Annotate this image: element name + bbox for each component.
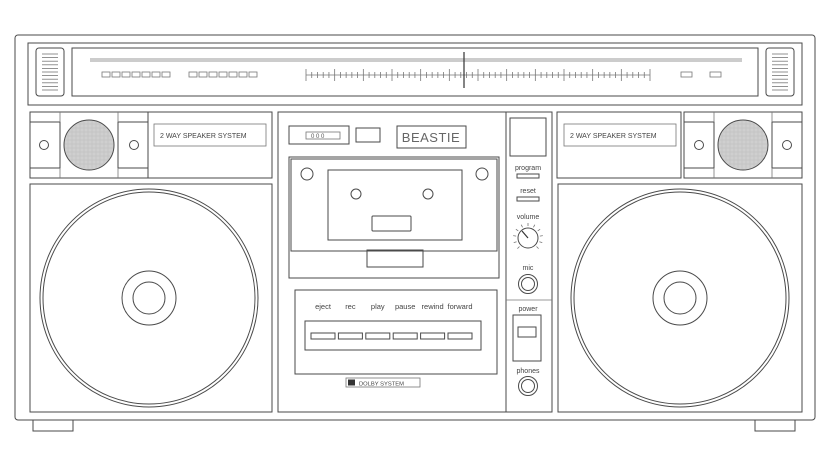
left-tweeter-assembly xyxy=(29,111,149,179)
door-screw-icon xyxy=(300,167,314,181)
counter-display: 0 0 0 xyxy=(288,125,350,145)
eject-button-label: eject xyxy=(315,302,332,311)
rec-button-label: rec xyxy=(345,302,356,311)
rewind-button[interactable]: rewind xyxy=(420,302,446,340)
reset-label: reset xyxy=(520,188,536,195)
tuner-strip xyxy=(27,42,803,106)
left-speaker-label-panel xyxy=(147,111,273,179)
cassette-deck-panel xyxy=(277,111,553,413)
transport-panel xyxy=(294,289,498,375)
tuner-indicator-2 xyxy=(709,71,722,78)
right-speaker-label-panel xyxy=(556,111,682,179)
rec-button[interactable]: rec xyxy=(337,302,363,340)
screw-icon xyxy=(782,140,792,150)
forward-button[interactable]: forward xyxy=(447,302,473,340)
brand-logo: BEASTIE xyxy=(402,130,460,145)
tuner-knob-right-grip-icon xyxy=(772,53,788,91)
brand-plate xyxy=(396,125,467,149)
right-speaker-label: 2 WAY SPEAKER SYSTEM xyxy=(570,133,657,140)
right-woofer-cone-icon xyxy=(570,188,790,408)
play-button-label: play xyxy=(371,302,385,311)
door-handle[interactable] xyxy=(366,249,424,268)
tuner-window xyxy=(71,47,759,97)
screw-icon xyxy=(129,140,139,150)
phones-label: phones xyxy=(517,368,540,375)
tuner-knob-left-grip-icon xyxy=(42,53,58,91)
tuner-scale xyxy=(305,69,651,81)
right-woofer-panel xyxy=(557,183,803,413)
counter-reset-button[interactable] xyxy=(355,127,381,143)
rewind-button-label: rewind xyxy=(422,302,444,311)
cassette-door[interactable] xyxy=(288,156,500,279)
speaker-grille-icon xyxy=(63,119,115,171)
mic-label: mic xyxy=(523,265,534,272)
right-tweeter-assembly xyxy=(683,111,803,179)
eject-button[interactable]: eject xyxy=(310,302,336,340)
power-switch[interactable] xyxy=(512,314,542,362)
speaker-grille-icon xyxy=(717,119,769,171)
volume-label: volume xyxy=(517,214,540,221)
pause-button-label: pause xyxy=(395,302,415,311)
left-speaker-label: 2 WAY SPEAKER SYSTEM xyxy=(160,133,247,140)
dolby-double-d-icon xyxy=(348,379,355,386)
screw-icon xyxy=(694,140,704,150)
cassette-window xyxy=(290,158,498,252)
power-switch-slider[interactable] xyxy=(517,326,537,338)
program-label: program xyxy=(515,165,541,172)
volume-knob-icon[interactable] xyxy=(513,223,543,249)
dolby-badge: DOLBY SYSTEM xyxy=(345,377,421,388)
tuner-indicator-1 xyxy=(680,71,693,78)
boombox-body xyxy=(14,34,816,421)
play-button[interactable]: play xyxy=(365,302,391,340)
foot-left xyxy=(32,419,74,432)
cassette-tape-icon xyxy=(327,169,463,241)
reset-button[interactable] xyxy=(516,196,540,202)
left-woofer-cone-icon xyxy=(39,188,259,408)
mic-jack-icon[interactable] xyxy=(518,274,538,294)
power-label: power xyxy=(518,306,538,313)
forward-button-label: forward xyxy=(447,302,472,311)
preset-indicators xyxy=(101,71,258,78)
door-screw-icon xyxy=(475,167,489,181)
foot-right xyxy=(754,419,796,432)
dolby-label: DOLBY SYSTEM xyxy=(359,382,404,388)
program-button[interactable] xyxy=(516,173,540,179)
program-display xyxy=(509,117,547,157)
pause-button[interactable]: pause xyxy=(392,302,418,340)
left-woofer-panel xyxy=(29,183,273,413)
screw-icon xyxy=(39,140,49,150)
phones-jack-icon[interactable] xyxy=(518,376,538,396)
counter-digits: 0 0 0 xyxy=(311,134,325,140)
